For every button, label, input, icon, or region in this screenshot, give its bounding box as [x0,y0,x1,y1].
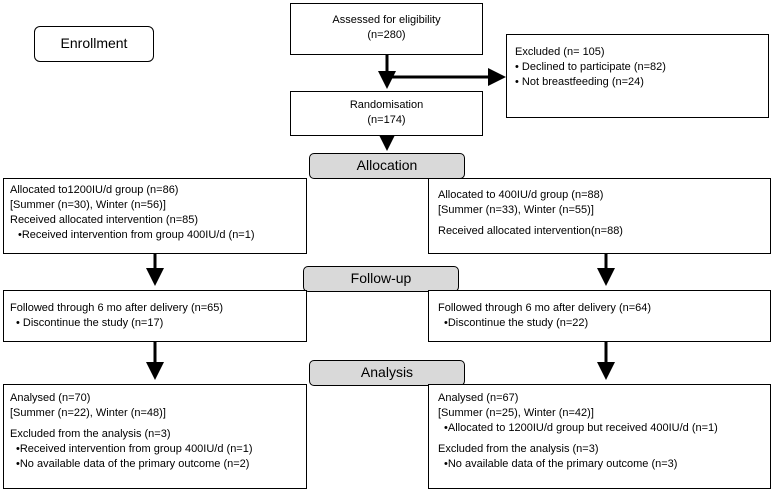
right-followup-count: Followed through 6 mo after delivery (n=… [438,302,652,314]
left-analysis-bullet: •Received intervention from group 400IU/… [16,443,253,455]
stage-analysis: Analysis [309,360,465,386]
right-allocation-season: [Summer (n=33), Winter (n=55)] [438,204,594,216]
left-followup-box: Followed through 6 mo after delivery (n=… [3,290,307,342]
right-allocation-received: Received allocated intervention(n=88) [438,225,623,237]
right-allocation-group: Allocated to 400IU/d group (n=88) [438,189,604,201]
assessed-box: Assessed for eligibility (n=280) [290,3,483,55]
left-allocation-box: Allocated to1200IU/d group (n=86) [Summe… [3,178,307,254]
stage-allocation: Allocation [309,153,465,179]
right-analysis-box: Analysed (n=67) [Summer (n=25), Winter (… [428,384,771,489]
assessed-count: (n=280) [367,29,406,41]
left-analysis-box: Analysed (n=70) [Summer (n=22), Winter (… [3,384,307,489]
excluded-title: Excluded (n= 105) [515,46,605,58]
right-analysed-count: Analysed (n=67) [438,392,519,404]
left-analysis-bullet: •No available data of the primary outcom… [16,458,250,470]
right-followup-box: Followed through 6 mo after delivery (n=… [428,290,771,342]
right-analysis-bullet: •Allocated to 1200IU/d group but receive… [444,422,718,434]
stage-followup: Follow-up [303,266,459,292]
left-allocation-group: Allocated to1200IU/d group (n=86) [10,184,179,196]
assessed-title: Assessed for eligibility [332,14,441,26]
left-allocation-received: Received allocated intervention (n=85) [10,214,199,226]
randomisation-title: Randomisation [349,99,424,111]
stage-allocation-label: Allocation [356,157,418,173]
left-excluded-analysis: Excluded from the analysis (n=3) [10,428,171,440]
right-analysis-bullet: •No available data of the primary outcom… [444,458,678,470]
right-excluded-analysis: Excluded from the analysis (n=3) [438,443,599,455]
left-followup-bullet: • Discontinue the study (n=17) [16,317,164,329]
left-allocation-bullet: •Received intervention from group 400IU/… [18,229,255,241]
left-analysed-count: Analysed (n=70) [10,392,91,404]
randomisation-box: Randomisation (n=174) [290,91,483,136]
enrollment-box: Enrollment [34,26,154,62]
left-analysed-season: [Summer (n=22), Winter (n=48)] [10,407,166,419]
excluded-item: • Not breastfeeding (n=24) [515,76,644,88]
enrollment-label: Enrollment [60,35,128,51]
right-analysed-season: [Summer (n=25), Winter (n=42)] [438,407,594,419]
left-allocation-season: [Summer (n=30), Winter (n=56)] [10,199,166,211]
excluded-box: Excluded (n= 105) • Declined to particip… [506,34,769,118]
stage-followup-label: Follow-up [350,270,412,286]
excluded-item: • Declined to participate (n=82) [515,61,666,73]
right-followup-bullet: •Discontinue the study (n=22) [444,317,589,329]
left-followup-count: Followed through 6 mo after delivery (n=… [10,302,224,314]
right-allocation-box: Allocated to 400IU/d group (n=88) [Summe… [428,178,771,254]
stage-analysis-label: Analysis [360,364,414,380]
randomisation-count: (n=174) [367,114,406,126]
